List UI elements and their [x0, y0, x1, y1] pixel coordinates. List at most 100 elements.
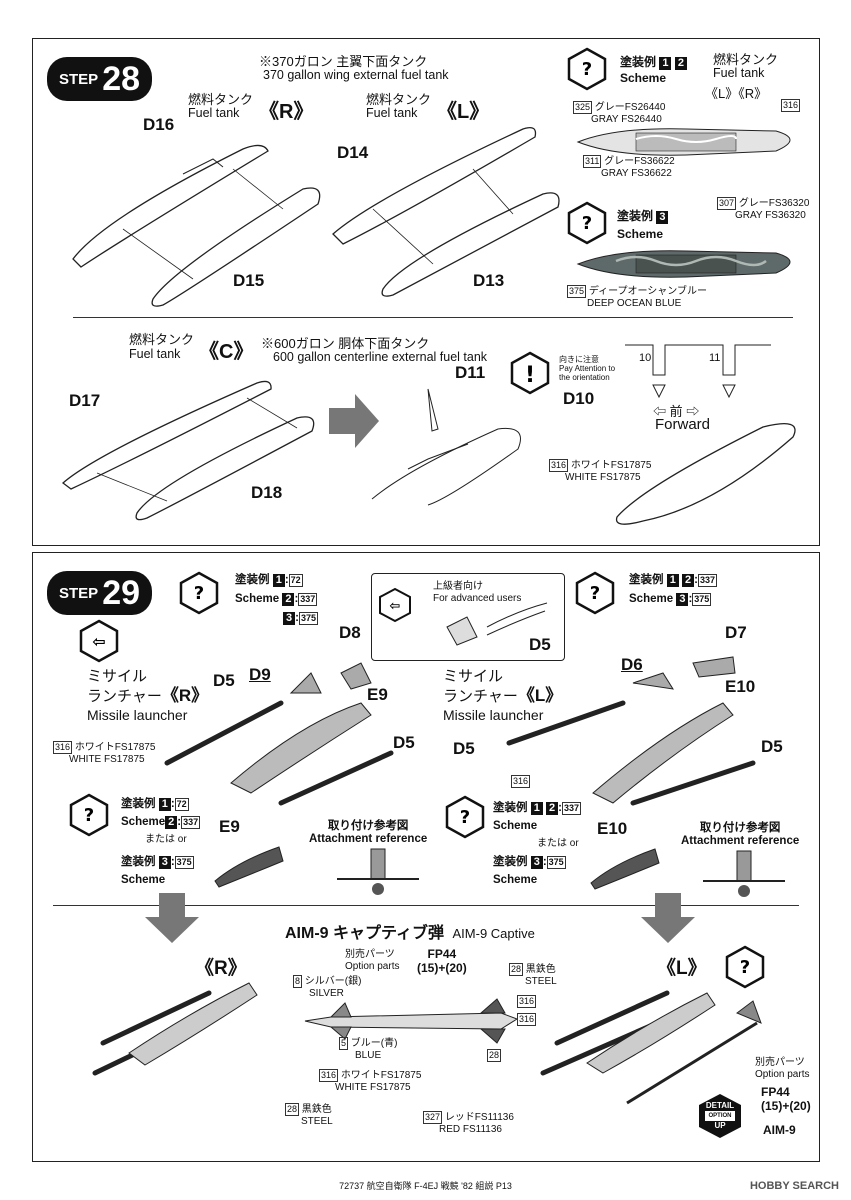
svg-text:?: ?: [194, 583, 204, 604]
scheme-en: Scheme: [235, 593, 280, 605]
part-d13: D13: [473, 271, 505, 290]
scheme-num: 3: [158, 856, 171, 869]
step29-divider: [53, 905, 799, 906]
scheme-num: 1: [272, 574, 285, 587]
warn-jp: 向きに注意: [559, 355, 599, 364]
scheme3-heading: 塗装例 3: [617, 207, 669, 224]
color-code: 5: [339, 1037, 349, 1050]
color-en: RED FS11136: [439, 1124, 502, 1135]
svg-text:?: ?: [582, 213, 592, 234]
color-316-white-missile: 316 ホワイトFS17875 WHITE FS17875: [319, 1069, 421, 1094]
warn-en1: Pay Attention to: [559, 364, 616, 373]
color-code: 316: [549, 459, 569, 472]
fp-parts: (15)+(20): [761, 1099, 811, 1113]
scheme-hex-icon: ?: [179, 571, 219, 615]
launcher-en: Missile launcher: [443, 707, 544, 723]
step28-badge: STEP 28: [47, 57, 153, 101]
captive-r-drawing: [92, 982, 258, 1076]
part-e9-detail: E9: [219, 817, 240, 836]
e10-detail-drawing: [590, 848, 660, 890]
scheme-jp: 塗装例: [235, 574, 270, 586]
part-d9: D9: [249, 665, 271, 684]
scheme-num: 3: [530, 856, 543, 869]
scheme12-tank-en: Fuel tank: [713, 66, 765, 80]
aim9-label: AIM-9: [763, 1123, 796, 1137]
center-tank-jp: 燃料タンク: [129, 332, 195, 347]
or-label: または or: [537, 838, 579, 849]
advanced-users-box: [371, 573, 565, 661]
step-number: 29: [102, 573, 141, 612]
scheme-jp: 塗装例: [121, 856, 156, 868]
captive-r-label: 《R》: [195, 958, 247, 979]
color-code: 327: [423, 1111, 443, 1124]
pylon-drawing: [371, 388, 521, 506]
color-code: 316: [53, 741, 73, 754]
option-parts-label-2: 別売パーツ Option parts: [755, 1057, 809, 1081]
right-launcher-drawing: [506, 656, 756, 806]
color-code: 375: [298, 612, 318, 625]
color-jp: ホワイトFS17875: [340, 1070, 422, 1081]
color-code: 316: [511, 775, 531, 788]
left-tank-jp: 燃料タンク: [366, 92, 432, 107]
center-tank-note-jp: ※600ガロン 胴体下面タンク: [261, 336, 430, 351]
left-tank-drawing: [332, 126, 560, 297]
color-28-steel: 28 黒鉄色 STEEL: [285, 1103, 333, 1128]
launcher-en: Missile launcher: [87, 707, 188, 723]
launcher-jp1: ミサイル: [87, 668, 148, 685]
scheme12-en: Scheme: [620, 71, 667, 85]
color-375: 375 ディープオーシャンブルー DEEP OCEAN BLUE: [567, 285, 707, 310]
fp44-label-2: FP44 (15)+(20): [761, 1085, 811, 1113]
scheme-hex-icon: ?: [69, 793, 109, 837]
option-parts-label: 別売パーツ Option parts: [345, 949, 399, 973]
slot-10: 10: [639, 352, 652, 364]
color-code: 337: [562, 802, 582, 815]
scheme-hex-icon: ?: [567, 47, 607, 91]
color-code: 337: [181, 816, 201, 829]
color-jp: ブルー(青): [350, 1038, 398, 1049]
color-code: 316: [517, 995, 537, 1008]
part-d5-right-a: D5: [453, 739, 475, 758]
launcher-jp1: ミサイル: [443, 668, 504, 685]
advanced-detail-drawing: [446, 602, 548, 646]
right-attach-ref-drawing: [703, 850, 785, 897]
color-325: 325 グレーFS26440 GRAY FS26440: [573, 101, 665, 126]
launcher-side: 《L》: [517, 686, 563, 705]
right-scheme-block: 塗装例 1 2:337 Scheme 3:375: [629, 574, 718, 606]
svg-text:?: ?: [740, 957, 750, 978]
center-tank-en: Fuel tank: [129, 347, 181, 361]
scheme-en: Scheme: [121, 874, 166, 886]
center-tank-drawing: [61, 380, 315, 521]
color-code: 28: [285, 1103, 300, 1116]
scheme-jp: 塗装例: [493, 802, 528, 814]
part-d7: D7: [725, 623, 747, 642]
fp44-label: FP44 (15)+(20): [417, 947, 467, 975]
scheme-en: Scheme: [629, 593, 674, 605]
scheme3-hex-icon: ?: [567, 201, 607, 245]
advanced-part-d5: D5: [529, 635, 551, 654]
scheme-num-2: 2: [674, 57, 687, 70]
color-327-red: 327 レッドFS11136 RED FS11136: [423, 1111, 514, 1136]
color-316-tail-b: 316: [517, 1013, 537, 1026]
color-code: 375: [174, 856, 194, 869]
scheme3-en: Scheme: [617, 227, 664, 241]
scheme-num: 3: [676, 593, 689, 606]
color-jp: レッドFS11136: [444, 1112, 514, 1123]
color-code: 316: [319, 1069, 339, 1082]
captive-l-drawing: [540, 990, 762, 1105]
warn-en2: the orientation: [559, 373, 610, 382]
color-code: 325: [573, 101, 593, 114]
arrow-down-icon: [641, 893, 695, 943]
scheme-hex-icon: ?: [445, 795, 485, 839]
color-jp: ホワイトFS17875: [74, 742, 156, 753]
scheme-hex-icon: ?: [575, 571, 615, 615]
fp-code: FP44: [427, 947, 457, 961]
scheme12-sides: 《L》《R》: [705, 86, 768, 101]
scheme-en: Scheme: [121, 816, 166, 828]
scheme12-heading: 塗装例 1 2: [620, 53, 687, 70]
wing-tank-note-en: 370 gallon wing external fuel tank: [263, 68, 449, 82]
step29-panel: STEP 29 ⇦ ? 塗装例 1:72 Scheme 2:337 3:375 …: [32, 552, 820, 1162]
color-jp: 黒鉄色: [301, 1104, 332, 1115]
part-e9: E9: [367, 685, 388, 704]
left-tank-side: 《L》: [437, 101, 490, 123]
color-8-silver: 8 シルバー(銀) SILVER: [293, 975, 361, 1000]
